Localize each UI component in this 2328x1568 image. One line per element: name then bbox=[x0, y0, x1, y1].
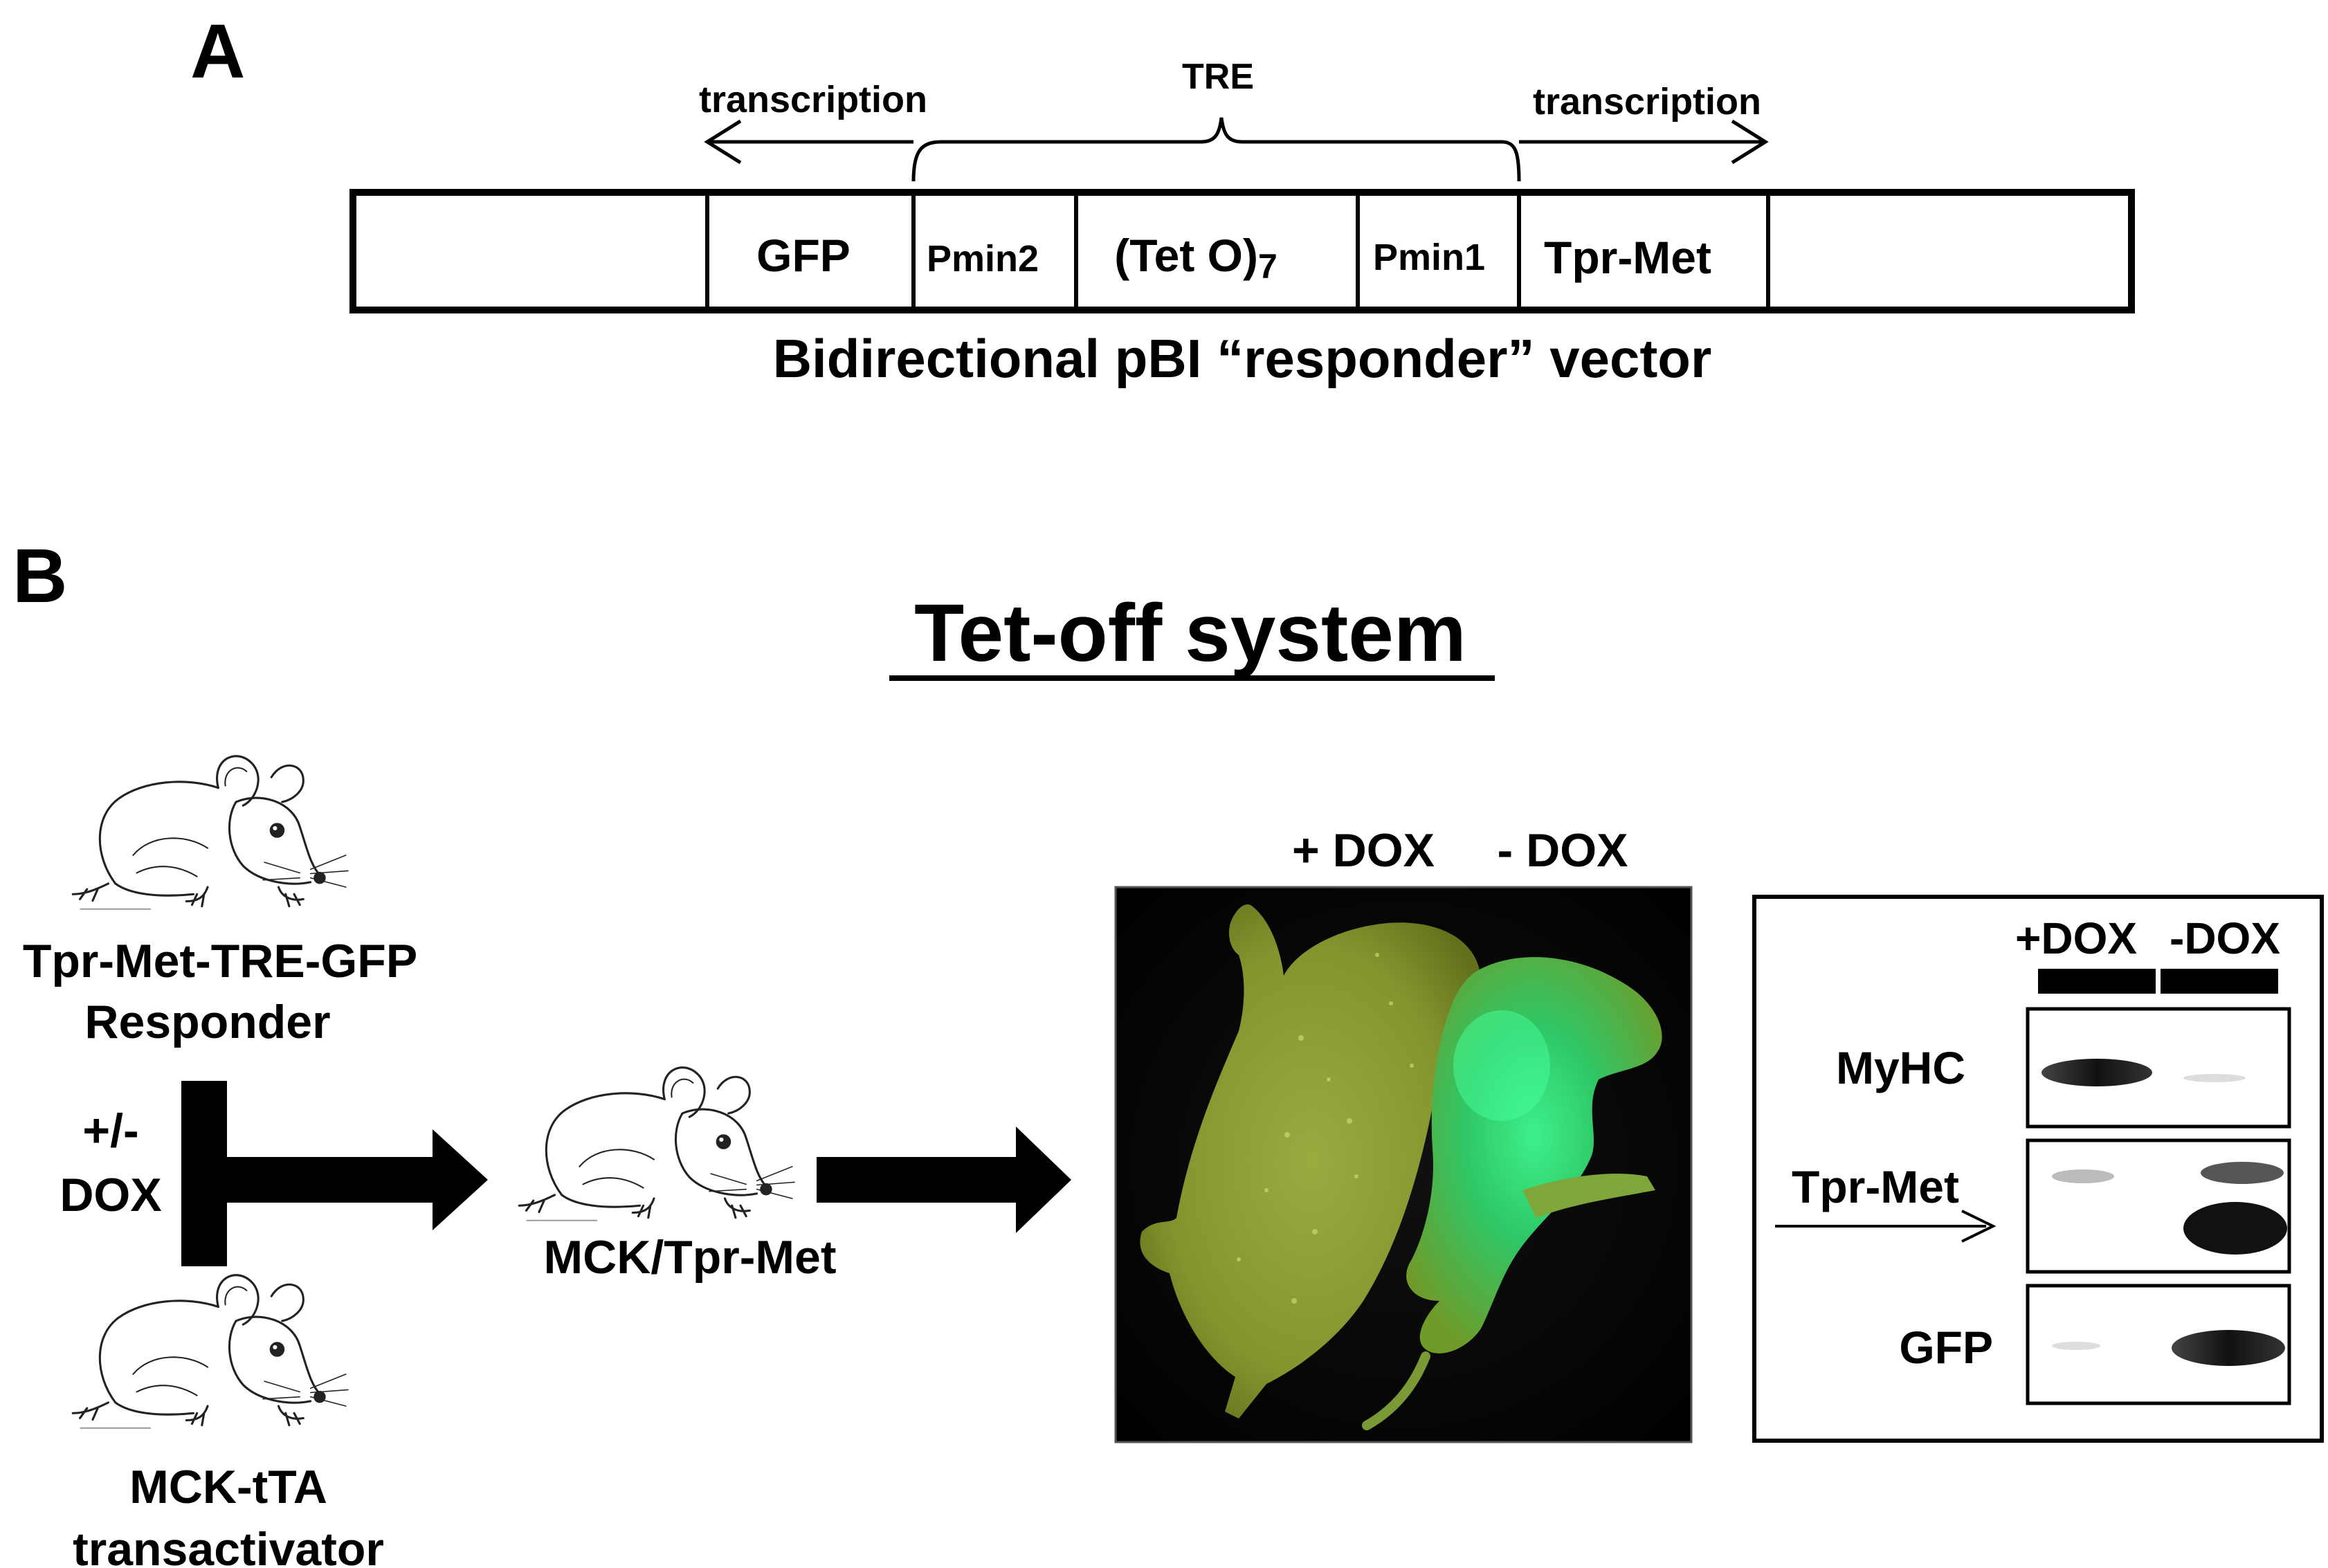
pup-photo bbox=[1114, 886, 1693, 1443]
blot-band-gfp-minus bbox=[2172, 1330, 2285, 1366]
cross-vertical-bar bbox=[181, 1081, 227, 1266]
vector-bar bbox=[349, 189, 2135, 313]
dox-label-line2: DOX bbox=[60, 1169, 161, 1221]
segment-pmin1: Pmin1 bbox=[1373, 237, 1485, 278]
transcription-right-label: transcription bbox=[1533, 81, 1761, 122]
cross-horizontal-bar bbox=[227, 1157, 435, 1203]
responder-label-line1: Tpr-Met-TRE-GFP bbox=[23, 935, 417, 987]
photo-label-plus-dox: + DOX bbox=[1292, 824, 1435, 877]
transactivator-label-line2: transactivator bbox=[73, 1523, 384, 1568]
transactivator-mouse-icon bbox=[71, 1274, 349, 1430]
blot-lane-bar-plus bbox=[2038, 969, 2156, 994]
segment-teto-subscript: 7 bbox=[1258, 247, 1277, 286]
blot-band-myhc-minus bbox=[2183, 1074, 2246, 1082]
offspring-mouse-icon bbox=[518, 1066, 796, 1222]
transcription-arrowhead-right bbox=[1731, 119, 1769, 165]
transcription-arrowhead-left bbox=[704, 119, 742, 165]
panel-a-letter: A bbox=[190, 9, 245, 94]
blot-band-gfp-plus bbox=[2052, 1342, 2100, 1350]
offspring-label: MCK/Tpr-Met bbox=[543, 1231, 836, 1284]
responder-mouse-icon bbox=[71, 755, 349, 911]
tre-brace bbox=[911, 117, 1521, 182]
responder-label-line2: Responder bbox=[84, 996, 330, 1048]
blot-band-myhc-plus bbox=[2041, 1059, 2152, 1086]
blot-lane-bar-minus bbox=[2161, 969, 2278, 994]
blot-label-plus-dox: +DOX bbox=[2015, 913, 2137, 963]
transcription-left-label: transcription bbox=[699, 79, 927, 120]
tre-label: TRE bbox=[1182, 57, 1254, 97]
tet-off-title: Tet-off system bbox=[914, 587, 1466, 679]
blot-tprmet-arrowhead bbox=[1961, 1210, 1997, 1243]
blot-label-myhc: MyHC bbox=[1836, 1042, 1965, 1093]
transactivator-label-line1: MCK-tTA bbox=[129, 1461, 327, 1513]
segment-teto: (Tet O)7 bbox=[1114, 230, 1277, 286]
blot-band-tprmet-plus bbox=[2052, 1169, 2114, 1183]
cross-arrowhead bbox=[433, 1129, 488, 1230]
blot-label-gfp: GFP bbox=[1899, 1322, 1993, 1373]
dox-label-line1: +/- bbox=[82, 1104, 138, 1157]
blot-label-tprmet: Tpr-Met bbox=[1792, 1161, 1959, 1212]
panel-b-letter: B bbox=[12, 534, 67, 619]
segment-tprmet: Tpr-Met bbox=[1544, 232, 1711, 283]
segment-pmin2: Pmin2 bbox=[927, 238, 1039, 280]
photo-label-minus-dox: - DOX bbox=[1498, 824, 1628, 877]
segment-teto-text: (Tet O) bbox=[1114, 230, 1258, 281]
segment-gfp: GFP bbox=[756, 230, 851, 281]
big-arrow-shaft bbox=[817, 1157, 1017, 1203]
blot-label-minus-dox: -DOX bbox=[2170, 913, 2280, 963]
blot-band-tprmet-minus-lower bbox=[2183, 1202, 2287, 1255]
big-arrow-head bbox=[1016, 1127, 1071, 1233]
blot-band-tprmet-minus-upper bbox=[2201, 1162, 2284, 1184]
vector-caption: Bidirectional pBI “responder” vector bbox=[773, 328, 1712, 389]
